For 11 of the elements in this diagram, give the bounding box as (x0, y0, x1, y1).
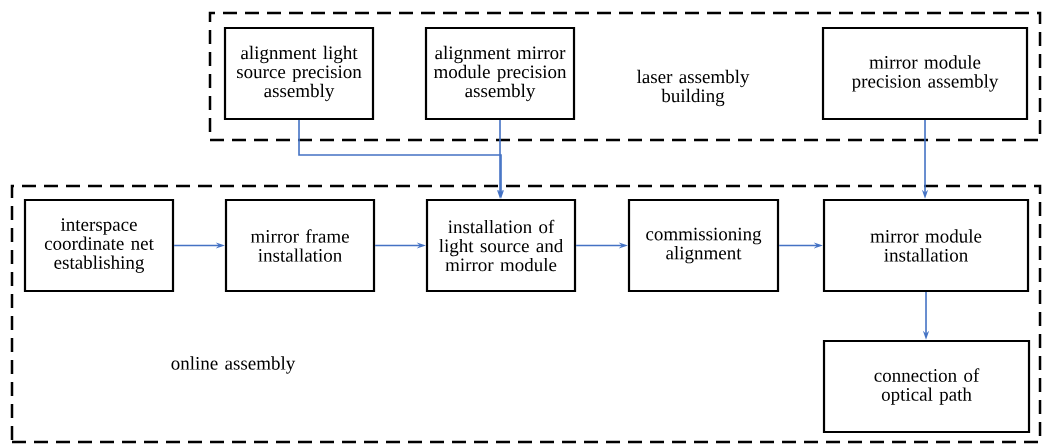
process-box: mirror module precision assembly (821, 26, 1029, 121)
process-box: installation of light source and mirror module (425, 198, 577, 293)
group-label: online assembly (171, 356, 296, 374)
process-box: alignment mirror module precision assembly (424, 26, 576, 121)
process-box: alignment light source precision assembly (223, 26, 375, 121)
process-box: connection of optical path (822, 339, 1031, 434)
process-box: commissioning alignment (627, 198, 780, 293)
process-box: mirror module installation (822, 198, 1030, 293)
process-box: interspace coordinate net establishing (23, 198, 175, 293)
process-box: mirror frame installation (224, 198, 376, 293)
group-label: laser assembly building (636, 69, 750, 107)
